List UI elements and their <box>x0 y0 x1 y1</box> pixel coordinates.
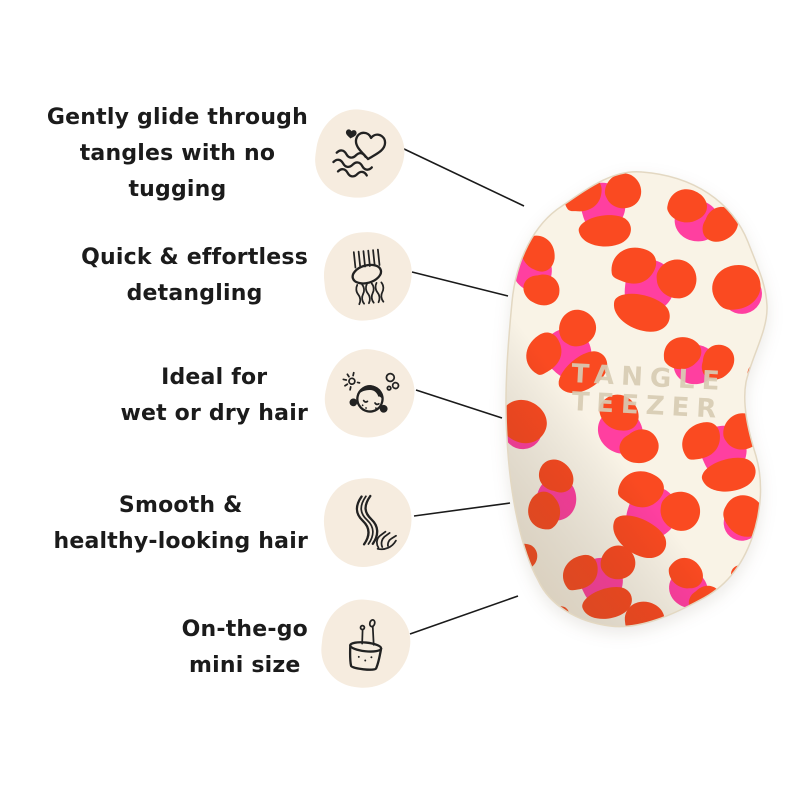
feature-label-line: Smooth & <box>118 493 243 518</box>
feature-icon-blob <box>319 227 417 325</box>
feature-label-line: On-the-go <box>181 617 308 642</box>
girl-wet-dry-hair-icon <box>342 371 400 413</box>
feature-label-smooth: Smooth & healthy-looking hair <box>53 488 308 560</box>
feature-label-detangling: Quick & effortless detangling <box>81 240 308 312</box>
feature-label-line: healthy-looking hair <box>53 529 308 554</box>
feature-icon-blob <box>317 471 419 573</box>
feature-label-line: tangles with no <box>79 141 276 166</box>
feature-label-wet-dry: Ideal for wet or dry hair <box>120 360 308 432</box>
heart-waves-icon <box>332 129 387 178</box>
connector-line-4 <box>413 502 511 517</box>
connector-line-2 <box>411 271 509 297</box>
feature-label-line: Gently glide through <box>46 105 308 130</box>
feature-label-line: Quick & effortless <box>81 245 308 270</box>
feature-label-line: detangling <box>126 281 263 306</box>
feature-label-line: tugging <box>128 177 227 202</box>
feature-label-glide: Gently glide through tangles with no tug… <box>47 100 308 208</box>
feature-label-mini-size: On-the-go mini size <box>182 612 308 684</box>
brush-shading <box>505 171 768 627</box>
connector-line-3 <box>415 389 503 419</box>
travel-pouch-icon <box>349 619 383 671</box>
tangle-teezer-brush-image: TANGLE TEEZER <box>505 170 768 628</box>
detangling-comb-icon <box>351 248 385 306</box>
brush-outline <box>505 170 768 628</box>
feature-label-line: wet or dry hair <box>120 401 308 426</box>
feature-icon-blob <box>317 595 415 693</box>
feature-label-line: Ideal for <box>161 365 268 390</box>
feature-label-line: mini size <box>189 653 301 678</box>
hand-smoothing-hair-icon <box>355 494 397 551</box>
feature-icon-blob <box>310 104 410 204</box>
feature-icon-blob <box>317 341 423 447</box>
